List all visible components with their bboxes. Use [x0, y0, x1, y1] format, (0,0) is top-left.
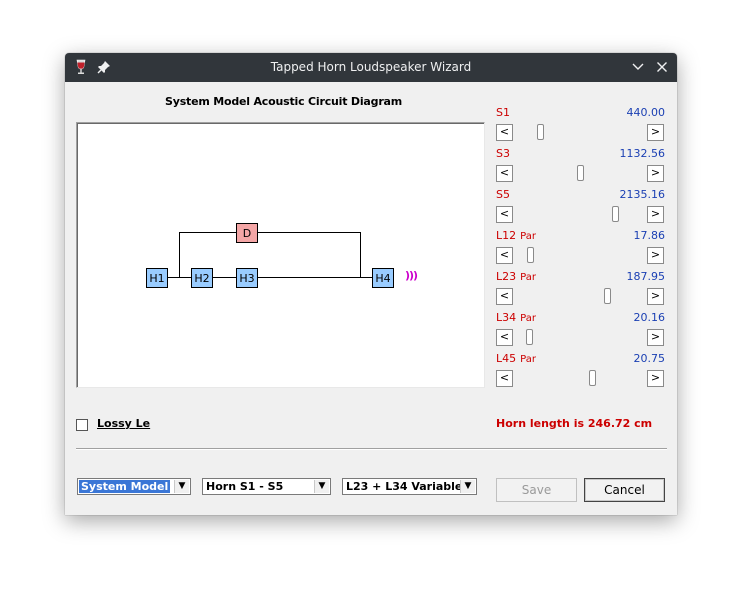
param-par-label: Par	[520, 231, 536, 242]
slider-thumb[interactable]	[612, 206, 619, 222]
scroll-left-button[interactable]: <	[496, 329, 513, 346]
param-value: 2135.16	[619, 188, 666, 201]
slider-thumb[interactable]	[577, 165, 584, 181]
param-par-label: Par	[520, 354, 536, 365]
scroll-left-button[interactable]: <	[496, 206, 513, 223]
param-label: S1	[496, 106, 510, 119]
lossy-le-label: Lossy Le	[97, 417, 151, 430]
param-slider[interactable]: <>	[496, 247, 664, 264]
separator	[76, 448, 667, 450]
window-title: Tapped Horn Loudspeaker Wizard	[270, 60, 472, 74]
param-slider[interactable]: <>	[496, 370, 664, 387]
node-driver: D	[236, 223, 258, 243]
wizard-window: Tapped Horn Loudspeaker Wizard System Mo…	[65, 53, 677, 515]
scroll-right-button[interactable]: >	[647, 165, 664, 182]
param-name: L23	[496, 270, 517, 283]
param-label: S5	[496, 188, 510, 201]
horn-select[interactable]: Horn S1 - S5 ▼	[202, 478, 331, 495]
param-name: L12	[496, 229, 517, 242]
param-slider[interactable]: <>	[496, 329, 664, 346]
scroll-right-button[interactable]: >	[647, 247, 664, 264]
model-select[interactable]: System Model ▼	[77, 478, 191, 495]
scroll-left-button[interactable]: <	[496, 124, 513, 141]
wire-left-vertical	[179, 232, 180, 278]
horn-length-text: Horn length is 246.72 cm	[496, 417, 653, 430]
dropdown-arrow-icon[interactable]: ▼	[314, 480, 329, 493]
checkbox-box[interactable]	[76, 419, 88, 431]
param-slider[interactable]: <>	[496, 124, 664, 141]
scroll-left-button[interactable]: <	[496, 288, 513, 305]
wire-top	[179, 232, 361, 233]
param-value: 1132.56	[619, 147, 666, 160]
node-h3: H3	[236, 268, 258, 288]
slider-thumb[interactable]	[527, 247, 534, 263]
param-slider[interactable]: <>	[496, 288, 664, 305]
param-name: S1	[496, 106, 510, 119]
pin-icon[interactable]	[95, 58, 113, 76]
scroll-right-button[interactable]: >	[647, 329, 664, 346]
diagram-title: System Model Acoustic Circuit Diagram	[165, 95, 403, 108]
scroll-right-button[interactable]: >	[647, 370, 664, 387]
param-par-label: Par	[520, 272, 536, 283]
node-h2: H2	[191, 268, 213, 288]
scroll-right-button[interactable]: >	[647, 206, 664, 223]
scroll-left-button[interactable]: <	[496, 247, 513, 264]
wire-right-vertical	[360, 232, 361, 278]
param-name: L45	[496, 352, 517, 365]
slider-thumb[interactable]	[526, 329, 533, 345]
scroll-left-button[interactable]: <	[496, 370, 513, 387]
dropdown-arrow-icon[interactable]: ▼	[460, 480, 475, 493]
circuit-diagram: H1 H2 H3 H4 D )))	[76, 122, 485, 388]
title-bar: Tapped Horn Loudspeaker Wizard	[65, 53, 677, 82]
param-value: 440.00	[626, 106, 666, 119]
param-name: L34	[496, 311, 517, 324]
node-h1: H1	[146, 268, 168, 288]
wire-main	[168, 277, 383, 278]
wine-glass-icon[interactable]	[72, 58, 90, 76]
dropdown-arrow-icon[interactable]: ▼	[174, 480, 189, 493]
save-button[interactable]: Save	[496, 478, 577, 502]
param-label: S3	[496, 147, 510, 160]
horn-select-value: Horn S1 - S5	[206, 480, 284, 493]
param-name: S3	[496, 147, 510, 160]
model-select-value: System Model	[79, 480, 171, 493]
param-value: 17.86	[633, 229, 666, 242]
param-value: 20.16	[633, 311, 666, 324]
slider-thumb[interactable]	[537, 124, 544, 140]
variable-select[interactable]: L23 + L34 Variable ▼	[342, 478, 477, 495]
close-icon[interactable]	[653, 58, 671, 76]
node-h4: H4	[372, 268, 394, 288]
slider-thumb[interactable]	[589, 370, 596, 386]
scroll-left-button[interactable]: <	[496, 165, 513, 182]
param-value: 187.95	[626, 270, 666, 283]
scroll-right-button[interactable]: >	[647, 124, 664, 141]
variable-select-value: L23 + L34 Variable	[346, 480, 463, 493]
param-name: S5	[496, 188, 510, 201]
sound-waves-icon: )))	[405, 269, 418, 282]
cancel-button[interactable]: Cancel	[584, 478, 665, 502]
param-slider[interactable]: <>	[496, 206, 664, 223]
param-slider[interactable]: <>	[496, 165, 664, 182]
scroll-right-button[interactable]: >	[647, 288, 664, 305]
param-value: 20.75	[633, 352, 666, 365]
param-par-label: Par	[520, 313, 536, 324]
chevron-down-icon[interactable]	[629, 58, 647, 76]
slider-thumb[interactable]	[604, 288, 611, 304]
